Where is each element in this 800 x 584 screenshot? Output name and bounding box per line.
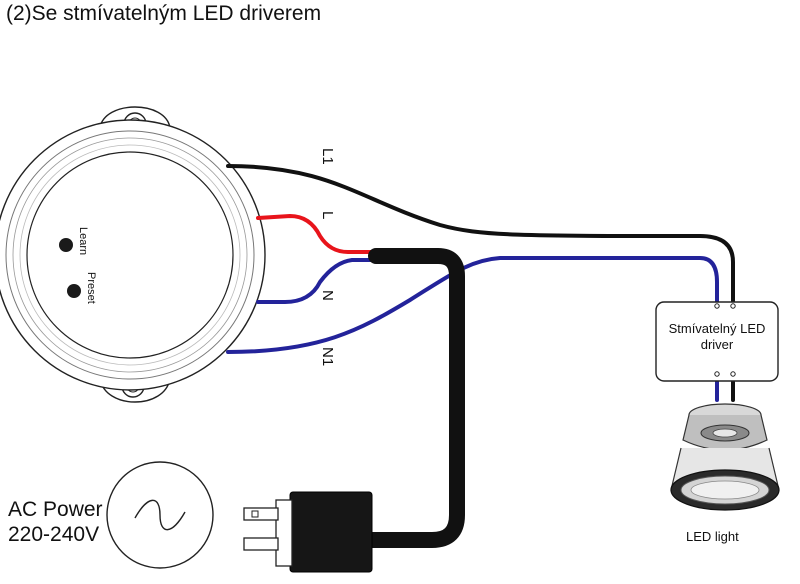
sensor-unit: Learn Preset (0, 106, 266, 403)
preset-button[interactable] (67, 284, 81, 298)
wire-label-l: L (319, 211, 336, 219)
led-driver (655, 301, 779, 382)
driver-box (655, 301, 779, 382)
learn-button[interactable] (59, 238, 73, 252)
learn-label: Learn (77, 227, 89, 255)
plug-prong-top (243, 507, 279, 521)
wire-label-n1: N1 (319, 347, 336, 366)
wire-l1 (226, 164, 735, 308)
plug-prong-bottom (243, 537, 279, 551)
ac-power-source (106, 461, 214, 569)
wire-n1 (226, 256, 719, 354)
preset-label: Preset (85, 272, 97, 304)
ac-voltage-label: 220-240V (8, 523, 100, 546)
diagram-title: (2)Se stmívatelným LED driverem (6, 2, 322, 25)
wire-n (256, 258, 382, 304)
led-light-label: LED light (686, 529, 739, 544)
wire-label-n: N (319, 290, 336, 301)
driver-label: Stmívatelný LED driver (668, 321, 766, 352)
led-light-icon (670, 403, 780, 511)
power-plug-icon (243, 491, 373, 573)
wire-label-l1: L1 (319, 148, 336, 165)
sine-wave-icon (134, 499, 186, 531)
ac-power-label: AC Power (8, 498, 103, 521)
wire-l (256, 214, 382, 254)
power-cord (364, 248, 465, 548)
wires (226, 164, 735, 548)
sensor-face (26, 151, 234, 359)
